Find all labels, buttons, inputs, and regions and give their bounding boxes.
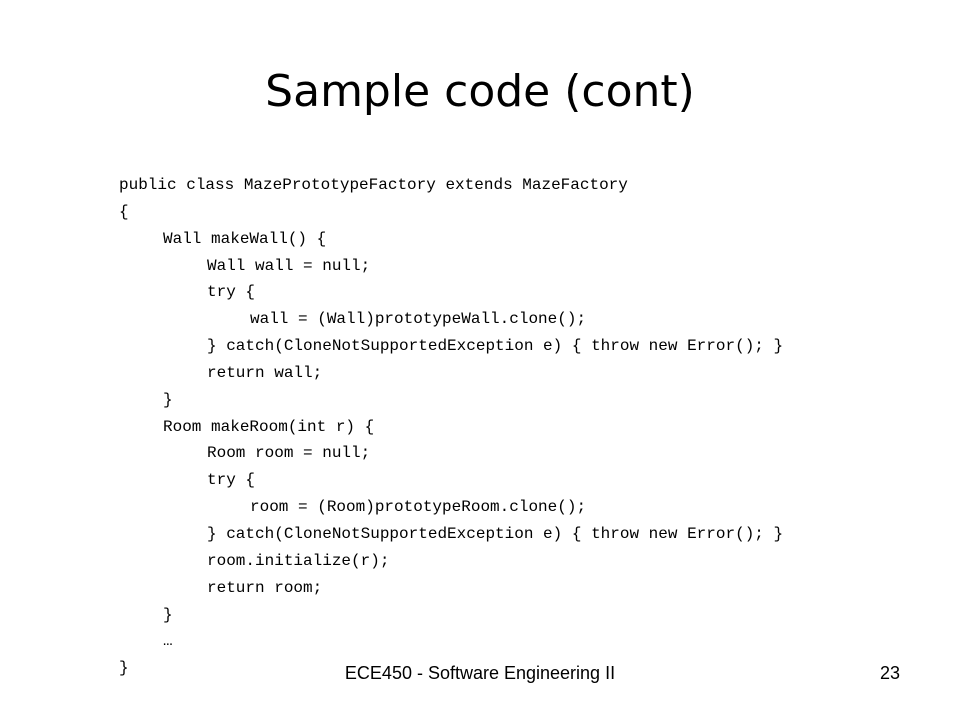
slide-title: Sample code (cont) — [265, 66, 695, 117]
code-line: public class MazePrototypeFactory extend… — [119, 176, 628, 194]
code-line: } catch(CloneNotSupportedException e) { … — [207, 524, 784, 543]
footer-course: ECE450 - Software Engineering II — [344, 663, 616, 683]
code-line: return wall; — [207, 363, 323, 382]
code-block: public class MazePrototypeFactory extend… — [119, 172, 919, 682]
code-line: Room makeRoom(int r) { — [163, 417, 375, 436]
code-line: try { — [207, 283, 256, 302]
code-line: } — [163, 605, 173, 624]
code-line: Room room = null; — [207, 444, 371, 463]
code-line: return room; — [207, 578, 323, 597]
code-line: room.initialize(r); — [207, 551, 390, 570]
code-line: { — [119, 202, 129, 221]
code-line: } — [163, 390, 173, 409]
page-number: 23 — [879, 663, 900, 683]
code-line: Wall makeWall() { — [163, 229, 327, 248]
code-line: } catch(CloneNotSupportedException e) { … — [207, 337, 784, 356]
code-line: … — [163, 632, 173, 651]
code-line: Wall wall = null; — [207, 256, 371, 275]
code-line: room = (Room)prototypeRoom.clone(); — [250, 498, 587, 517]
code-line: try { — [207, 471, 256, 490]
code-line: wall = (Wall)prototypeWall.clone(); — [250, 310, 587, 329]
code-line: } — [119, 659, 129, 678]
